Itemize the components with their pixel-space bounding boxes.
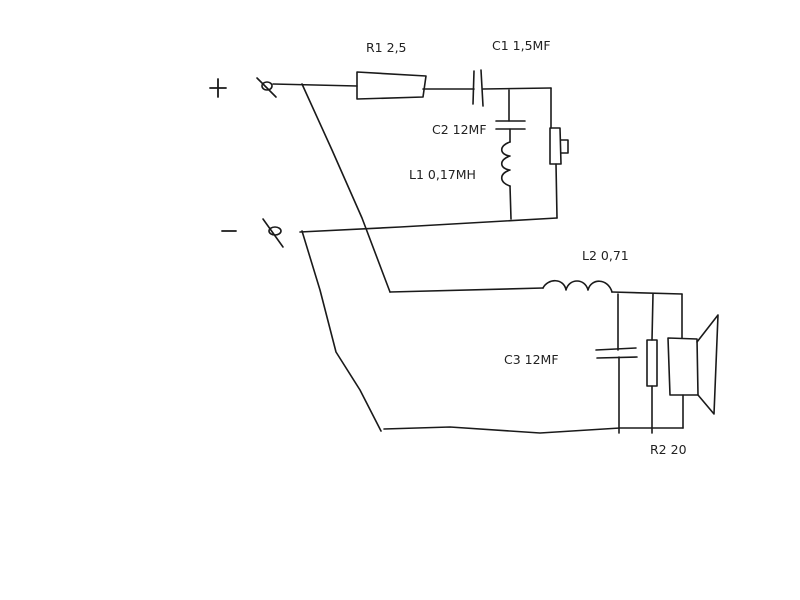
wire-plus-to-r1 (272, 83, 358, 87)
label-c1: C1 1,5MF (492, 38, 551, 53)
label-c3: C3 12MF (504, 352, 559, 367)
c3-capacitor (595, 347, 638, 359)
label-l1: L1 0,17MH (409, 167, 476, 182)
c2-capacitor (495, 120, 526, 130)
wire-minus-bottom-return (383, 426, 684, 434)
wire-l2-to-node (611, 291, 683, 295)
minus-terminal-connector (262, 218, 284, 248)
plus-terminal (209, 78, 227, 98)
wire-c1-to-node (482, 87, 552, 90)
wire-r2-upper (651, 293, 654, 341)
l2-inductor (542, 279, 613, 293)
c1-capacitor (472, 69, 484, 107)
tweeter-speaker (549, 127, 569, 165)
wire-minus-top-return (299, 217, 558, 233)
label-l2: L2 0,71 (582, 248, 629, 263)
woofer-speaker (667, 314, 719, 415)
plus-terminal-connector (256, 77, 277, 98)
wire-minus-diagonal (301, 230, 382, 432)
label-r1: R1 2,5 (366, 40, 407, 55)
label-r2: R2 20 (650, 442, 687, 457)
l1-inductor (500, 141, 511, 187)
wire-to-l2 (389, 287, 544, 293)
r2-resistor (646, 339, 658, 387)
wire-l1-to-bottom (509, 185, 512, 220)
wire-plus-diagonal (301, 83, 391, 293)
wire-right-lower (555, 163, 558, 219)
label-c2: C2 12MF (432, 122, 487, 137)
r1-resistor (356, 71, 427, 100)
